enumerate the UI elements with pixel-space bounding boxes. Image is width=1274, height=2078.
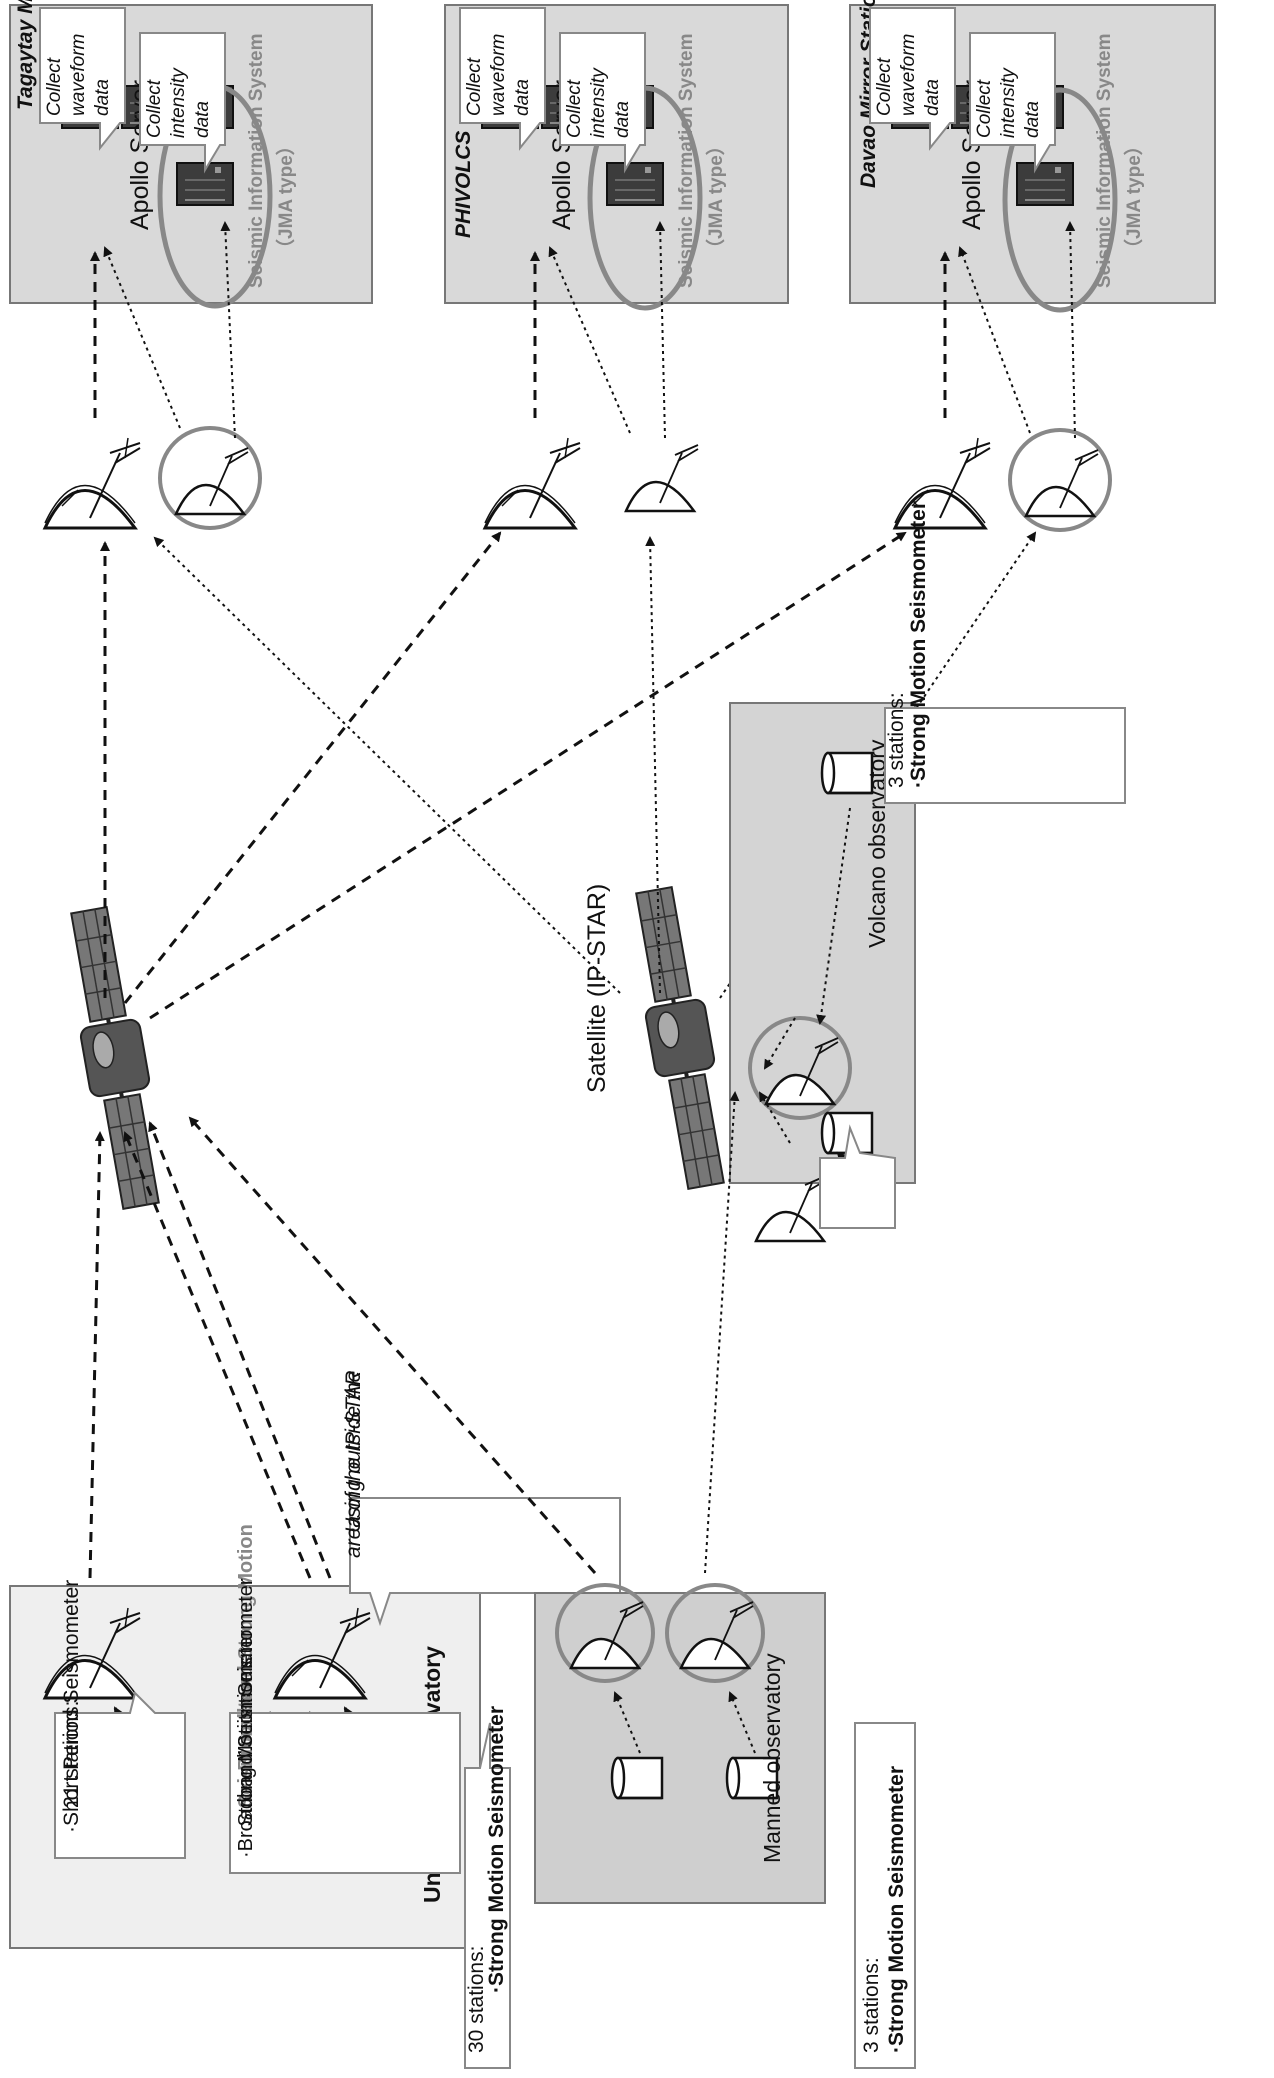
svg-text:·Strong Motion Seismometer: ·Strong Motion Seismometer: [907, 501, 930, 788]
volcano-dish-2: [748, 1016, 852, 1120]
tagaytay-intensity-callout: Collect intensity data: [139, 32, 226, 174]
svg-text:3 stations:: 3 stations:: [885, 692, 908, 788]
svg-text:·Strong Motion Seismometer: ·Strong Motion Seismometer: [235, 1578, 257, 1833]
svg-text:data: data: [92, 79, 113, 116]
svg-text:waveform: waveform: [488, 34, 509, 116]
davao-sis-server: [1016, 162, 1074, 206]
svg-text:·Broadband Seismometer: ·Broadband Seismometer: [235, 1630, 257, 1858]
davao-sis-ring: [1002, 87, 1118, 313]
svg-text:waveform: waveform: [68, 34, 89, 116]
svg-text:Collect: Collect: [974, 79, 995, 138]
svg-text:Collect: Collect: [564, 79, 585, 138]
svg-text:data: data: [922, 79, 943, 116]
phivolcs-sis-server: [606, 162, 664, 206]
uplinks: [88, 1017, 796, 1579]
phivolcs-station: PHIVOLCS Apollo Server Seismic Informati…: [444, 4, 789, 311]
satellite-lower: [624, 885, 735, 1191]
davao-intensity-dish: [1008, 428, 1112, 532]
manned-observatory: Manned observatory 30 stations: ·Strong …: [464, 1583, 826, 2069]
svg-text:· Broadband Strong Motion: · Broadband Strong Motion: [235, 1524, 257, 1783]
svg-text:·Strong Motion Seismometer: ·Strong Motion Seismometer: [885, 1766, 908, 2053]
manned-dish-upper: [555, 1583, 655, 1683]
svg-text:intensity: intensity: [168, 67, 189, 138]
manned-title: Manned observatory: [759, 1653, 785, 1863]
tagaytay-title: Tagaytay Mirror Station: [14, 0, 37, 110]
svg-text:10 stations:: 10 stations:: [235, 1656, 257, 1758]
phivolcs-title: PHIVOLCS: [452, 131, 475, 238]
svg-text:Using outside the: Using outside the: [342, 1371, 365, 1533]
phivolcs-waveform-callout: Collect waveform data: [459, 7, 546, 151]
svg-text:Collect: Collect: [874, 57, 895, 116]
svg-text:data: data: [1022, 101, 1043, 138]
davao-intensity-callout: Collect intensity data: [969, 32, 1056, 174]
svg-text:data: data: [192, 101, 213, 138]
manned-callout: 30 stations: ·Strong Motion Seismometer: [464, 1706, 511, 2069]
davao-station: Davao Mirror Station Apollo Server Seism…: [849, 0, 1216, 313]
manned-seismometer-1: [610, 1756, 664, 1800]
unmanned-group1-callout: 21 stations: ·Short Period Seismometer: [54, 1580, 186, 1859]
tagaytay-waveform-dish: [43, 436, 142, 530]
svg-text:intensity: intensity: [998, 67, 1019, 138]
volcano-right-callout: 3 stations: ·Strong Motion Seismometer: [884, 501, 1126, 804]
svg-text:Collect: Collect: [464, 57, 485, 116]
svg-text:Collect: Collect: [44, 57, 65, 116]
svg-text:data: data: [512, 79, 533, 116]
manned-box: [534, 1592, 826, 1904]
davao-waveform-callout: Collect waveform data: [869, 7, 956, 151]
svg-text:21 stations:: 21 stations:: [60, 1701, 83, 1808]
volcano-left-callout: [819, 1124, 896, 1229]
svg-text:intensity: intensity: [588, 67, 609, 138]
ipstar-note-callout: Using outside the area of the IP-STAR: [342, 1370, 621, 1627]
satellite-upper: [59, 905, 170, 1211]
svg-text:Collect: Collect: [144, 79, 165, 138]
svg-text:waveform: waveform: [898, 34, 919, 116]
davao-sis-label: Seismic Information System: [1094, 34, 1115, 288]
volcano-left-callout-text: 3 stations: ·Strong Motion Seismometer: [854, 1722, 916, 2069]
manned-dish-lower: [665, 1583, 765, 1683]
phivolcs-intensity-dish: [624, 443, 700, 513]
tagaytay-sis-type: （JMA type）: [274, 136, 297, 258]
svg-text:Seismometer: Seismometer: [235, 1682, 257, 1808]
volcano-dish-1: [754, 1173, 830, 1243]
tagaytay-sis-label: Seismic Information System: [246, 34, 267, 288]
tagaytay-waveform-callout: Collect waveform data: [39, 7, 126, 151]
svg-text:·Short Period Seismometer: ·Short Period Seismometer: [60, 1580, 83, 1833]
tagaytay-station: Tagaytay Mirror Station Apollo Server Se…: [9, 0, 373, 309]
dish-server-links: [90, 221, 1076, 439]
svg-text:·Strong Motion Seismometer: ·Strong Motion Seismometer: [485, 1706, 508, 1993]
svg-text:area of the IP-STAR: area of the IP-STAR: [342, 1370, 365, 1558]
davao-sis-type: （JMA type）: [1122, 136, 1145, 258]
svg-text:data: data: [612, 101, 633, 138]
svg-text:3 stations:: 3 stations:: [860, 1957, 883, 2053]
svg-text:30 stations:: 30 stations:: [465, 1946, 488, 2053]
volcano-observatory: Volcano observatory 3 stations: ·Strong …: [729, 501, 1126, 2069]
unmanned-observatory: Unmanned observatory 21 stations: ·Short…: [9, 1370, 621, 1949]
satellite-label: Satellite (IP-STAR): [583, 884, 611, 1093]
tagaytay-intensity-dish: [158, 426, 262, 530]
phivolcs-sis-type: （JMA type）: [704, 136, 727, 258]
volcano-local-links: [816, 807, 856, 1174]
phivolcs-intensity-callout: Collect intensity data: [559, 32, 646, 174]
unmanned-group2-callout: 10 stations: · Broadband Strong Motion S…: [229, 1524, 461, 1874]
phivolcs-waveform-dish: [483, 436, 582, 530]
phivolcs-sis-label: Seismic Information System: [676, 34, 697, 288]
